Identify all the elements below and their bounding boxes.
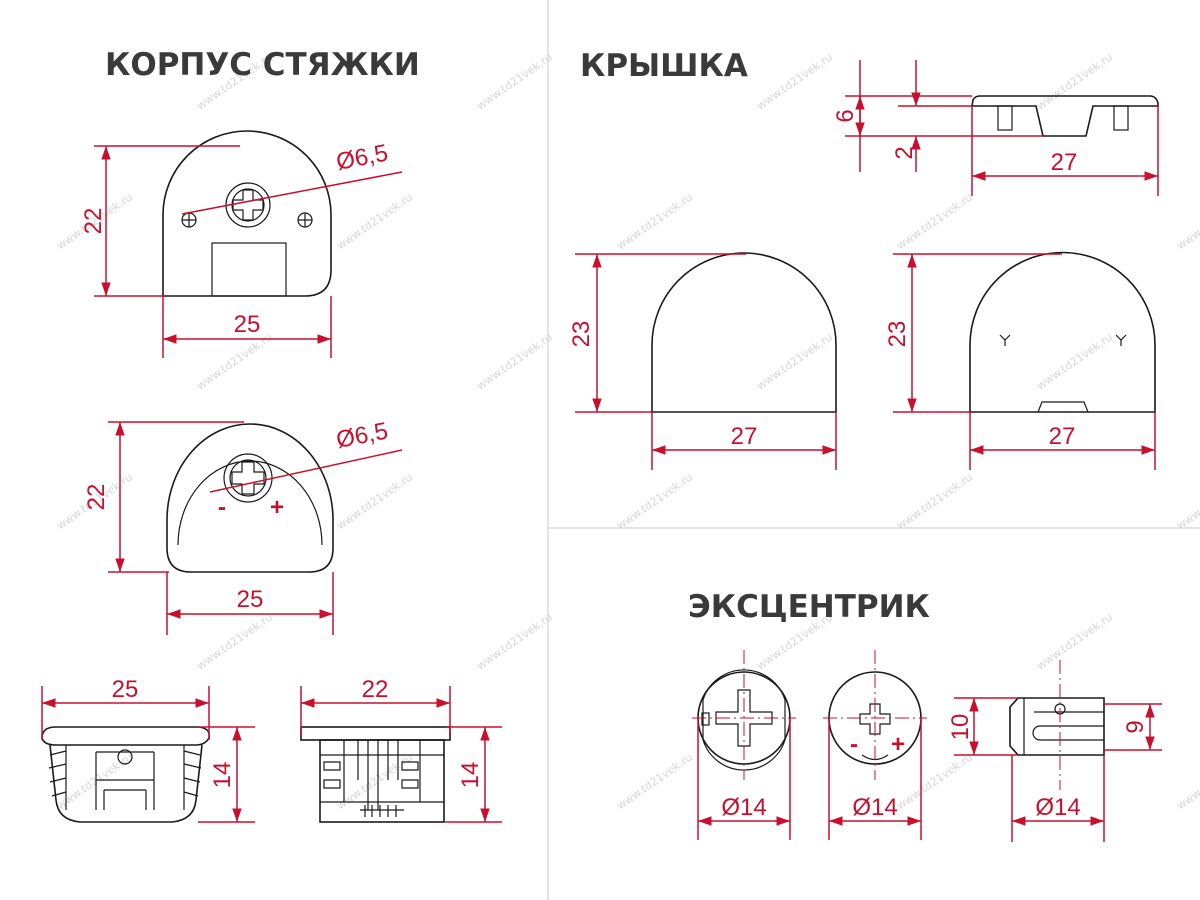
ecc-mid-diameter-label: Ø14 <box>852 794 897 821</box>
eccentric-title: ЭКСЦЕНТРИК <box>688 589 930 625</box>
housing-top-hole-label: Ø6,5 <box>334 139 390 175</box>
housing-title: КОРПУС СТЯЖКИ <box>105 47 420 83</box>
housing-top-view: 22 25 Ø6,5 <box>80 130 403 358</box>
housing-side-height-label: 14 <box>209 762 236 789</box>
watermark-text: www.td21vek.ru <box>894 191 975 253</box>
cap-front-view: 23 27 <box>568 252 837 470</box>
watermark-text: www.td21vek.ru <box>614 471 695 533</box>
cap-back-notch <box>1037 401 1089 413</box>
watermark-text: www.td21vek.ru <box>334 751 415 813</box>
watermark-text: www.td21vek.ru <box>474 51 555 113</box>
eccentric-side-view: 10 9 Ø14 <box>947 660 1162 842</box>
housing-side-flange <box>41 726 211 746</box>
watermark-text: www.td21vek.ru <box>1174 751 1200 813</box>
plus-sign: + <box>891 731 905 758</box>
housing-top-height-label: 22 <box>80 208 107 235</box>
watermark-text: www.td21vek.ru <box>894 751 975 813</box>
housing-top-slot <box>211 242 287 297</box>
watermark-text: www.td21vek.ru <box>1034 331 1115 393</box>
cross-slot-icon <box>859 703 891 735</box>
minus-sign: - <box>218 494 226 521</box>
watermark-text: www.td21vek.ru <box>894 471 975 533</box>
cap-front-outline <box>651 252 837 413</box>
cross-slot-icon <box>232 189 264 221</box>
cap-back-outline <box>969 251 1156 413</box>
ecc-side-height-right-label: 9 <box>1122 720 1149 733</box>
cap-title: КРЫШКА <box>580 48 748 84</box>
housing-front-width-label: 22 <box>362 676 389 703</box>
ecc-side-height-left-label: 10 <box>947 714 974 741</box>
housing-mid-hole-label: Ø6,5 <box>334 417 390 453</box>
watermark-text: www.td21vek.ru <box>194 331 275 393</box>
housing-top-outline <box>162 130 332 297</box>
watermark-text: www.td21vek.ru <box>614 191 695 253</box>
cap-top-width-label: 27 <box>1051 149 1078 176</box>
cap-total-height-label: 6 <box>832 109 859 122</box>
cross-slot-icon <box>231 461 265 495</box>
cap-section-outline <box>971 95 1159 137</box>
cap-section-view: 6 2 27 <box>832 60 1159 196</box>
housing-mid-width-label: 25 <box>237 586 264 613</box>
housing-mid-height-label: 22 <box>83 484 110 511</box>
minus-sign: - <box>850 731 858 758</box>
watermark-text: www.td21vek.ru <box>614 751 695 813</box>
ecc-left-diameter-label: Ø14 <box>721 794 766 821</box>
housing-side-view: 25 14 <box>41 676 255 823</box>
watermark-text: www.td21vek.ru <box>194 611 275 673</box>
watermark-text: www.td21vek.ru <box>474 611 555 673</box>
watermark-text: www.td21vek.ru <box>334 471 415 533</box>
cap-left-width-label: 27 <box>731 423 758 450</box>
cap-right-height-label: 23 <box>884 321 911 348</box>
housing-mid-outline <box>166 423 334 573</box>
cap-right-width-label: 27 <box>1049 423 1076 450</box>
cross-slot-icon <box>715 689 773 747</box>
watermark-text: www.td21vek.ru <box>334 191 415 253</box>
watermark-text: www.td21vek.ru <box>1034 611 1115 673</box>
eccentric-front-view: Ø14 <box>692 650 796 840</box>
housing-front-flange <box>300 726 451 741</box>
watermark-text: www.td21vek.ru <box>1034 51 1115 113</box>
watermark-text: www.td21vek.ru <box>1174 191 1200 253</box>
cap-back-view: 23 27 <box>884 251 1156 470</box>
watermark-text: www.td21vek.ru <box>754 331 835 393</box>
housing-mid-view: - + 22 25 Ø6,5 <box>83 417 403 635</box>
cap-left-height-label: 23 <box>568 321 595 348</box>
ecc-side-diameter-label: Ø14 <box>1035 794 1080 821</box>
eccentric-top-view: - + Ø14 <box>823 650 927 840</box>
watermark-text: www.td21vek.ru <box>754 51 835 113</box>
plus-sign: + <box>270 494 284 521</box>
cap-inner-height-label: 2 <box>891 146 918 159</box>
watermark-text: www.td21vek.ru <box>474 331 555 393</box>
housing-side-width-label: 25 <box>112 676 139 703</box>
housing-top-width-label: 25 <box>234 311 261 338</box>
housing-front-view: 22 14 <box>300 676 502 823</box>
watermark-text: www.td21vek.ru <box>1174 471 1200 533</box>
housing-front-height-label: 14 <box>457 762 484 789</box>
